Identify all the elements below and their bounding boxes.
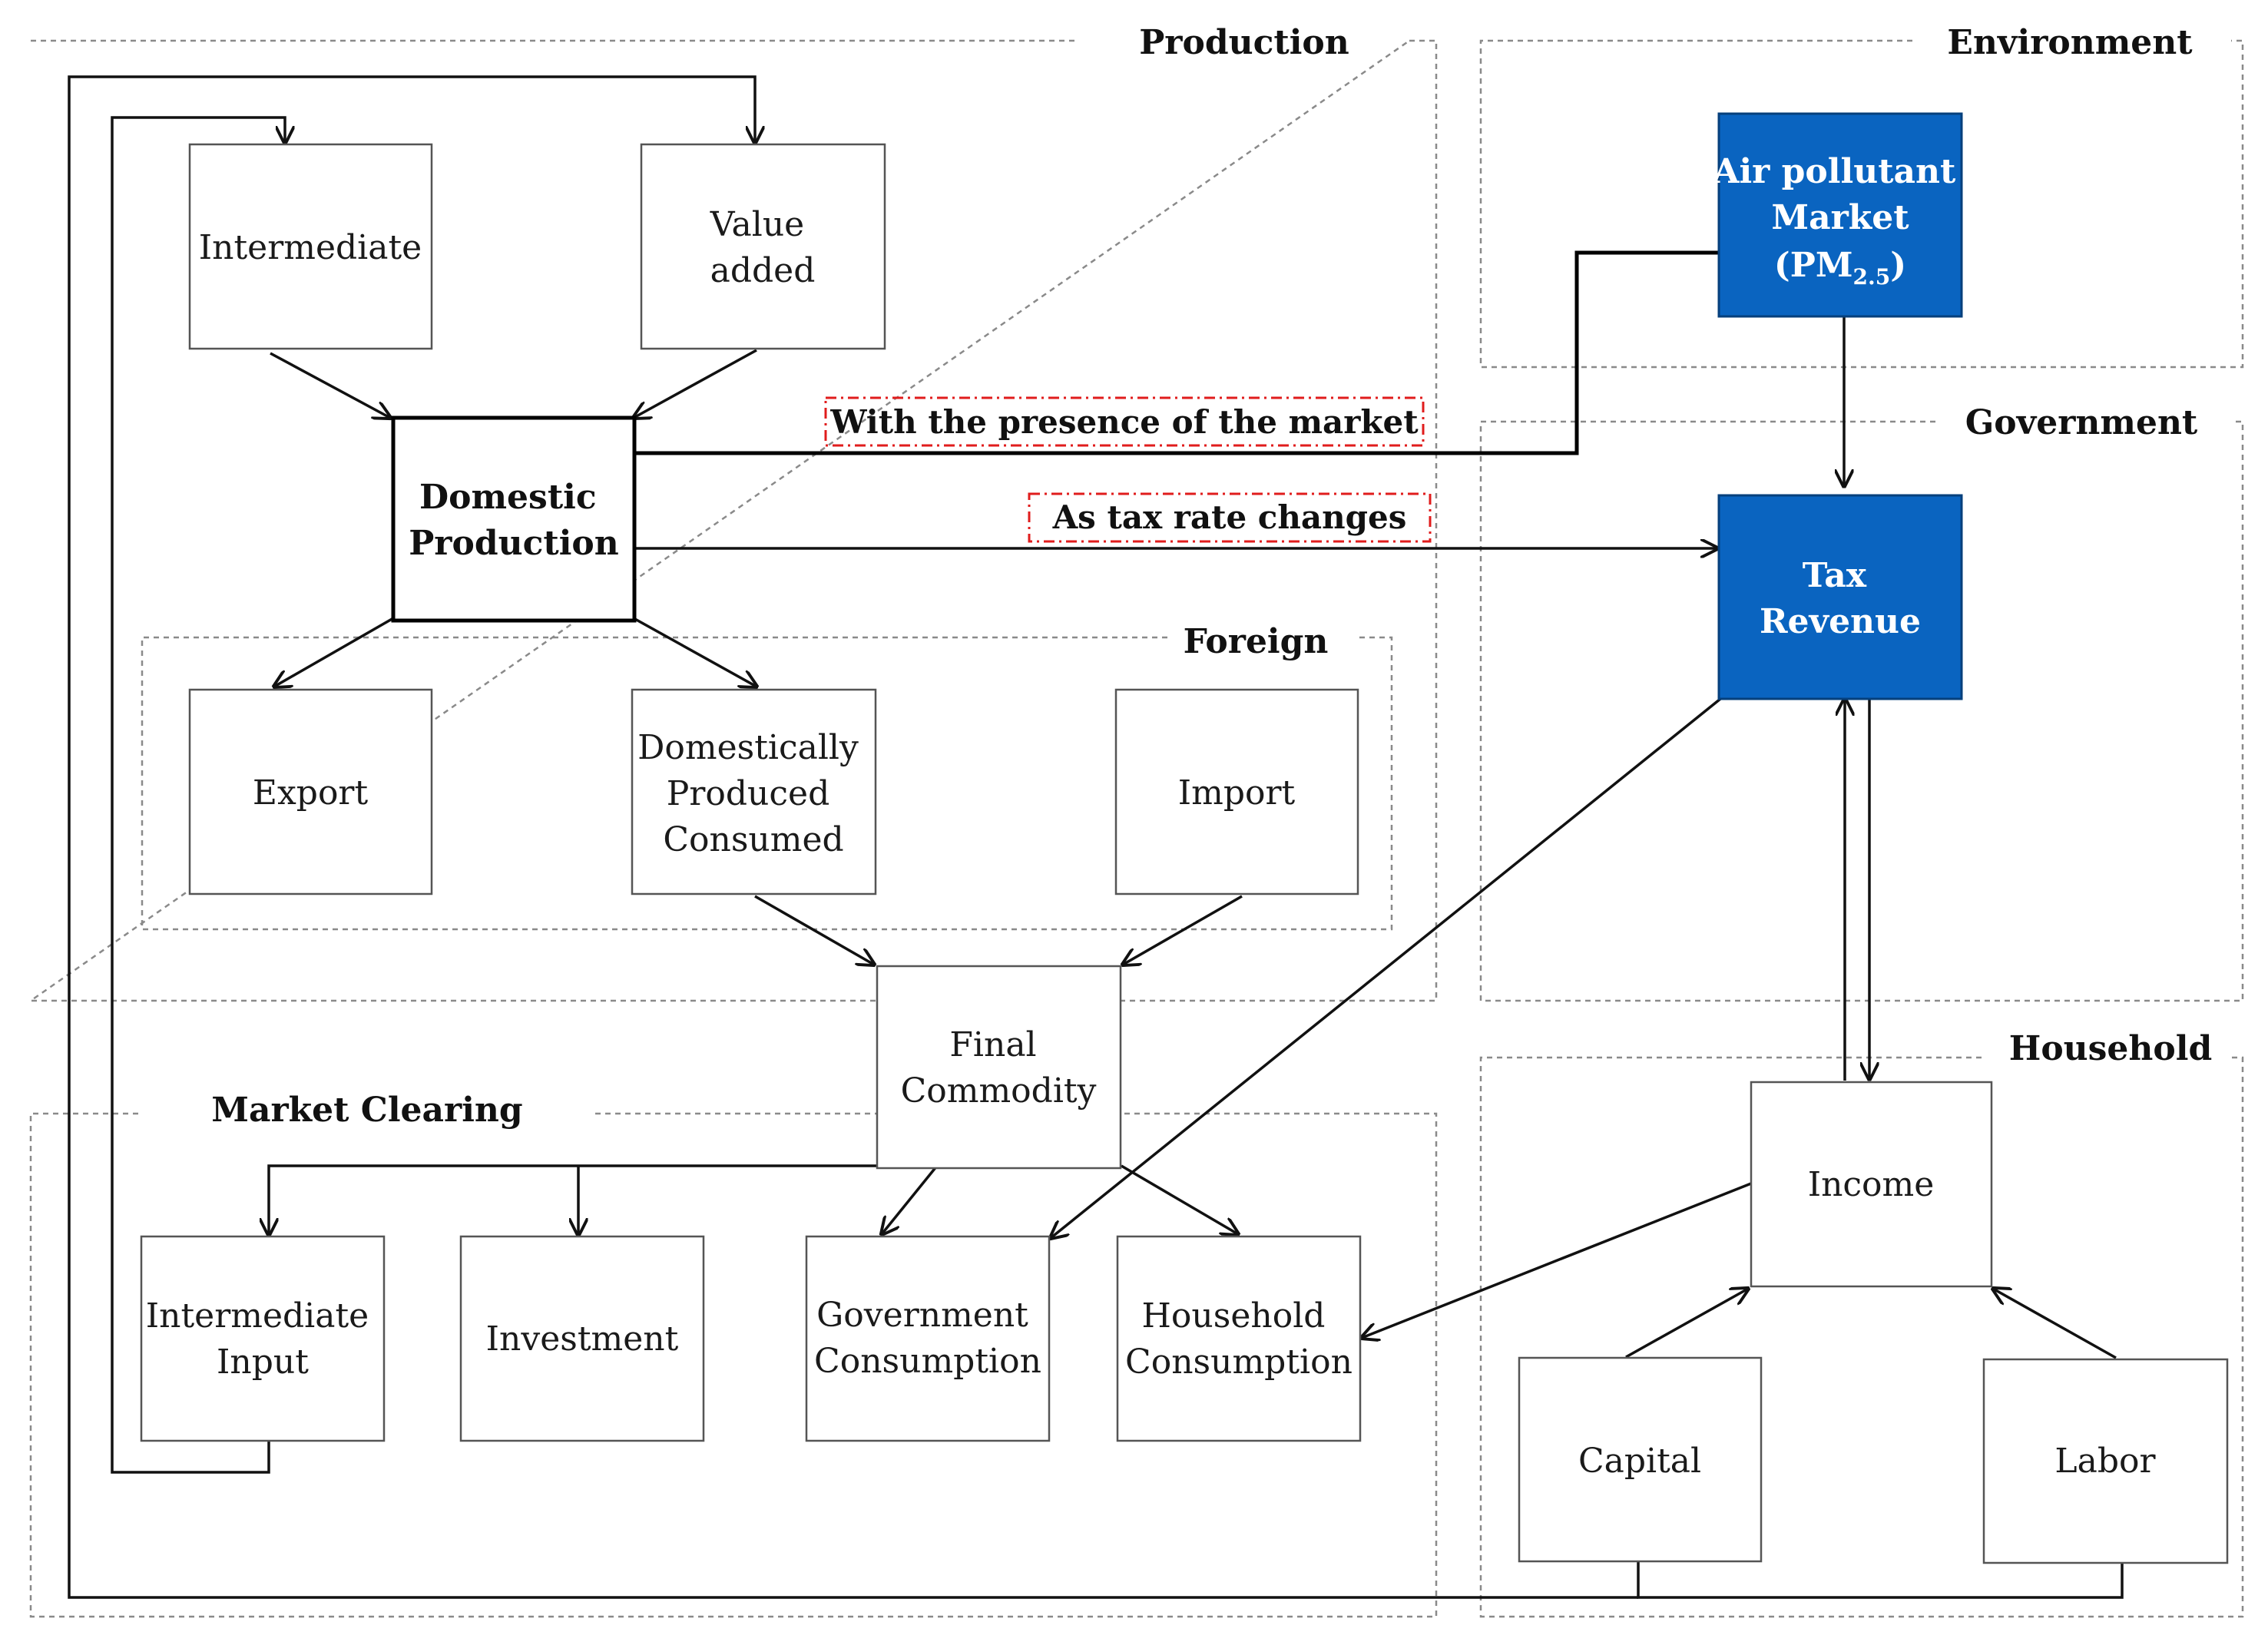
node-investment: Investment	[459, 1235, 705, 1442]
edge-domestic-consumed-to-final	[754, 895, 874, 965]
edge-import-to-final	[1123, 895, 1243, 965]
region-label-household: Household	[2009, 1029, 2213, 1068]
svg-text:(PM2.5): (PM2.5)	[1774, 246, 1906, 290]
node-labor-line-1: Labor	[2054, 1442, 2156, 1481]
node-dpc-line-2: Produced	[667, 774, 829, 813]
node-household-consumption: Household Consumption	[1116, 1235, 1362, 1442]
edge-final-to-intermediate-input	[269, 1164, 877, 1235]
region-label-foreign: Foreign	[1184, 622, 1329, 661]
svg-text:Intermediate Input: Intermediate Input	[146, 1296, 379, 1382]
node-final-commodity-line-1: Final	[949, 1025, 1036, 1064]
edge-production-to-air-market	[634, 250, 1719, 455]
svg-text:Domestic Production: Domestic Production	[409, 478, 619, 563]
node-tax-revenue: Tax Revenue	[1717, 494, 1963, 700]
node-gov-consumption-line-2: Consumption	[814, 1342, 1041, 1381]
node-dpc-line-3: Consumed	[663, 820, 843, 859]
region-foreign: Foreign	[141, 622, 1393, 931]
svg-text:Intermediate: Intermediate	[199, 228, 422, 267]
region-market-clearing: Market Clearing	[29, 1091, 1438, 1618]
node-air-market-line-1: Air pollutant	[1712, 152, 1956, 191]
svg-text:Air pollutant Market: Air pollutant Market	[1712, 152, 1967, 237]
node-value-added-line-2: added	[710, 251, 816, 290]
svg-text:Investment: Investment	[486, 1319, 679, 1359]
node-intermediate: Intermediate	[188, 143, 433, 350]
region-label-production: Production	[1139, 23, 1349, 62]
node-tax-revenue-line-1: Tax	[1803, 556, 1867, 595]
node-household-consumption-line-1: Household	[1142, 1296, 1326, 1336]
edge-intermediate-to-production	[270, 352, 390, 418]
node-value-added: Value added	[640, 143, 886, 350]
svg-text:Final Commodity: Final Commodity	[901, 1025, 1097, 1111]
annotation-tax-rate-changes: As tax rate changes	[1028, 492, 1432, 543]
region-label-environment: Environment	[1947, 23, 2193, 62]
svg-text:Capital: Capital	[1578, 1442, 1701, 1481]
node-intermediate-input-line-2: Input	[217, 1342, 309, 1382]
node-air-pollutant-market: Air pollutant Market (PM2.5)	[1712, 112, 1967, 318]
edge-factors-to-value-added	[68, 75, 1638, 1599]
node-domestic-production-line-1: Domestic	[419, 478, 597, 517]
svg-text:Labor: Labor	[2054, 1442, 2156, 1481]
node-air-market-line-3-suffix: )	[1890, 246, 1906, 285]
edge-final-to-household-consumption	[1121, 1164, 1238, 1234]
diagram-edges	[68, 75, 2124, 1599]
edge-value-added-to-production	[634, 349, 757, 418]
svg-text:Domestically Produced: Domestically Produced Consumed	[637, 728, 869, 859]
edge-production-to-domestic-consumed	[633, 617, 757, 687]
edge-factors-loop	[1637, 1561, 2124, 1599]
svg-text:Government Consumption: Government Consumption	[814, 1296, 1041, 1381]
node-intermediate-input: Intermediate Input	[140, 1235, 386, 1442]
node-import-line-1: Import	[1178, 773, 1296, 813]
node-domestic-production: Domestic Production	[391, 415, 637, 623]
node-capital-line-1: Capital	[1578, 1442, 1701, 1481]
svg-text:Tax Revenue: Tax Revenue	[1760, 556, 1921, 641]
annotation-tax-rate-changes-text: As tax rate changes	[1052, 498, 1407, 536]
node-income: Income	[1750, 1081, 1993, 1288]
node-gov-consumption-line-1: Government	[816, 1296, 1028, 1335]
edge-income-to-household-consumption	[1362, 1182, 1752, 1338]
svg-text:Export: Export	[253, 773, 369, 813]
svg-text:Income: Income	[1808, 1165, 1935, 1204]
node-final-commodity-line-2: Commodity	[901, 1071, 1097, 1111]
node-capital: Capital	[1518, 1356, 1763, 1563]
node-export: Export	[188, 688, 433, 895]
node-domestically-produced-consumed: Domestically Produced Consumed	[631, 688, 877, 895]
region-government: Government	[1479, 403, 2244, 1002]
node-air-market-line-3-subscript: 2.5	[1853, 264, 1891, 290]
edge-production-to-export	[274, 617, 394, 687]
node-air-market-line-2: Market	[1771, 198, 1909, 237]
region-label-market-clearing: Market Clearing	[211, 1091, 522, 1130]
node-household-consumption-line-2: Consumption	[1125, 1342, 1353, 1382]
edge-labor-to-income	[1993, 1289, 2117, 1359]
node-air-market-line-3-prefix: (PM	[1774, 246, 1853, 285]
region-household: Household	[1479, 1029, 2244, 1618]
node-export-line-1: Export	[253, 773, 369, 813]
annotation-market-presence-text: With the presence of the market	[829, 403, 1419, 441]
region-label-government: Government	[1965, 403, 2198, 442]
node-government-consumption: Government Consumption	[805, 1235, 1051, 1442]
region-production: Production	[28, 23, 1438, 1002]
node-final-commodity: Final Commodity	[876, 965, 1122, 1170]
svg-text:Household Consumption: Household Consumption	[1125, 1296, 1353, 1382]
svg-text:Import: Import	[1178, 773, 1296, 813]
svg-text:Value added: Value added	[710, 205, 816, 290]
node-intermediate-line-1: Intermediate	[199, 228, 422, 267]
edge-final-to-gov-consumption	[882, 1164, 939, 1234]
node-value-added-line-1: Value	[710, 205, 804, 244]
node-investment-line-1: Investment	[486, 1319, 679, 1359]
node-dpc-line-1: Domestically	[637, 728, 859, 767]
edge-intermediate-input-loop	[111, 116, 285, 1474]
node-domestic-production-line-2: Production	[409, 524, 619, 563]
node-import: Import	[1114, 688, 1359, 895]
region-environment: Environment	[1479, 23, 2244, 369]
node-tax-revenue-line-2: Revenue	[1760, 602, 1921, 641]
annotation-market-presence: With the presence of the market	[824, 396, 1425, 447]
node-labor: Labor	[1982, 1358, 2229, 1564]
node-income-line-1: Income	[1808, 1165, 1935, 1204]
edge-capital-to-income	[1625, 1289, 1748, 1359]
edge-tax-revenue-to-gov-consumption	[1051, 697, 1722, 1238]
node-intermediate-input-line-1: Intermediate	[146, 1296, 369, 1336]
